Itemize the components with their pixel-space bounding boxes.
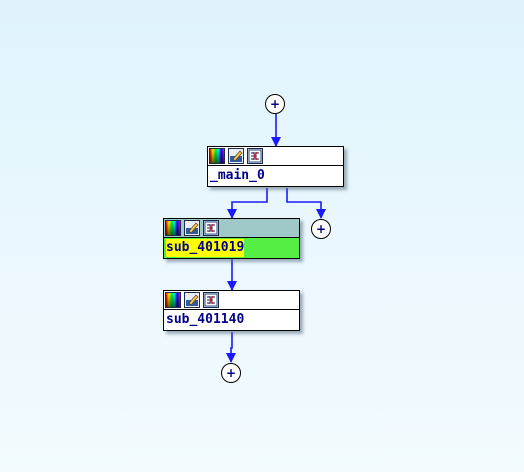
graph-node-sub-401140[interactable]: sub_401140 (163, 290, 300, 331)
node-body-selected: sub_401019 (164, 238, 299, 258)
expand-icon: + (315, 222, 327, 236)
collapsed-node-exit[interactable]: + (221, 363, 241, 383)
graph-node-main[interactable]: _main_0 (207, 146, 344, 187)
node-header (164, 219, 299, 238)
edge-main-to-sub401019 (227, 188, 268, 219)
graph-view-icon[interactable] (203, 292, 219, 308)
rename-icon[interactable] (184, 220, 200, 236)
expand-icon: + (225, 366, 237, 380)
color-palette-icon[interactable] (209, 148, 225, 164)
graph-view-icon[interactable] (203, 220, 219, 236)
color-palette-icon[interactable] (165, 220, 181, 236)
node-header (208, 147, 343, 166)
node-label: sub_401019 (166, 239, 245, 257)
graph-view-icon[interactable] (247, 148, 263, 164)
edge-main-to-collapsed (286, 188, 326, 219)
graph-node-sub-401019[interactable]: sub_401019 (163, 218, 300, 259)
node-body: sub_401140 (164, 310, 299, 330)
collapsed-node-entry[interactable]: + (265, 94, 285, 114)
node-label: _main_0 (210, 168, 265, 183)
node-body: _main_0 (208, 166, 343, 186)
edge-sub401140-to-collapsed (226, 332, 236, 363)
rename-icon[interactable] (228, 148, 244, 164)
collapsed-node-branch[interactable]: + (311, 219, 331, 239)
node-label: sub_401140 (166, 312, 245, 327)
expand-icon: + (269, 97, 281, 111)
color-palette-icon[interactable] (165, 292, 181, 308)
node-header (164, 291, 299, 310)
rename-icon[interactable] (184, 292, 200, 308)
